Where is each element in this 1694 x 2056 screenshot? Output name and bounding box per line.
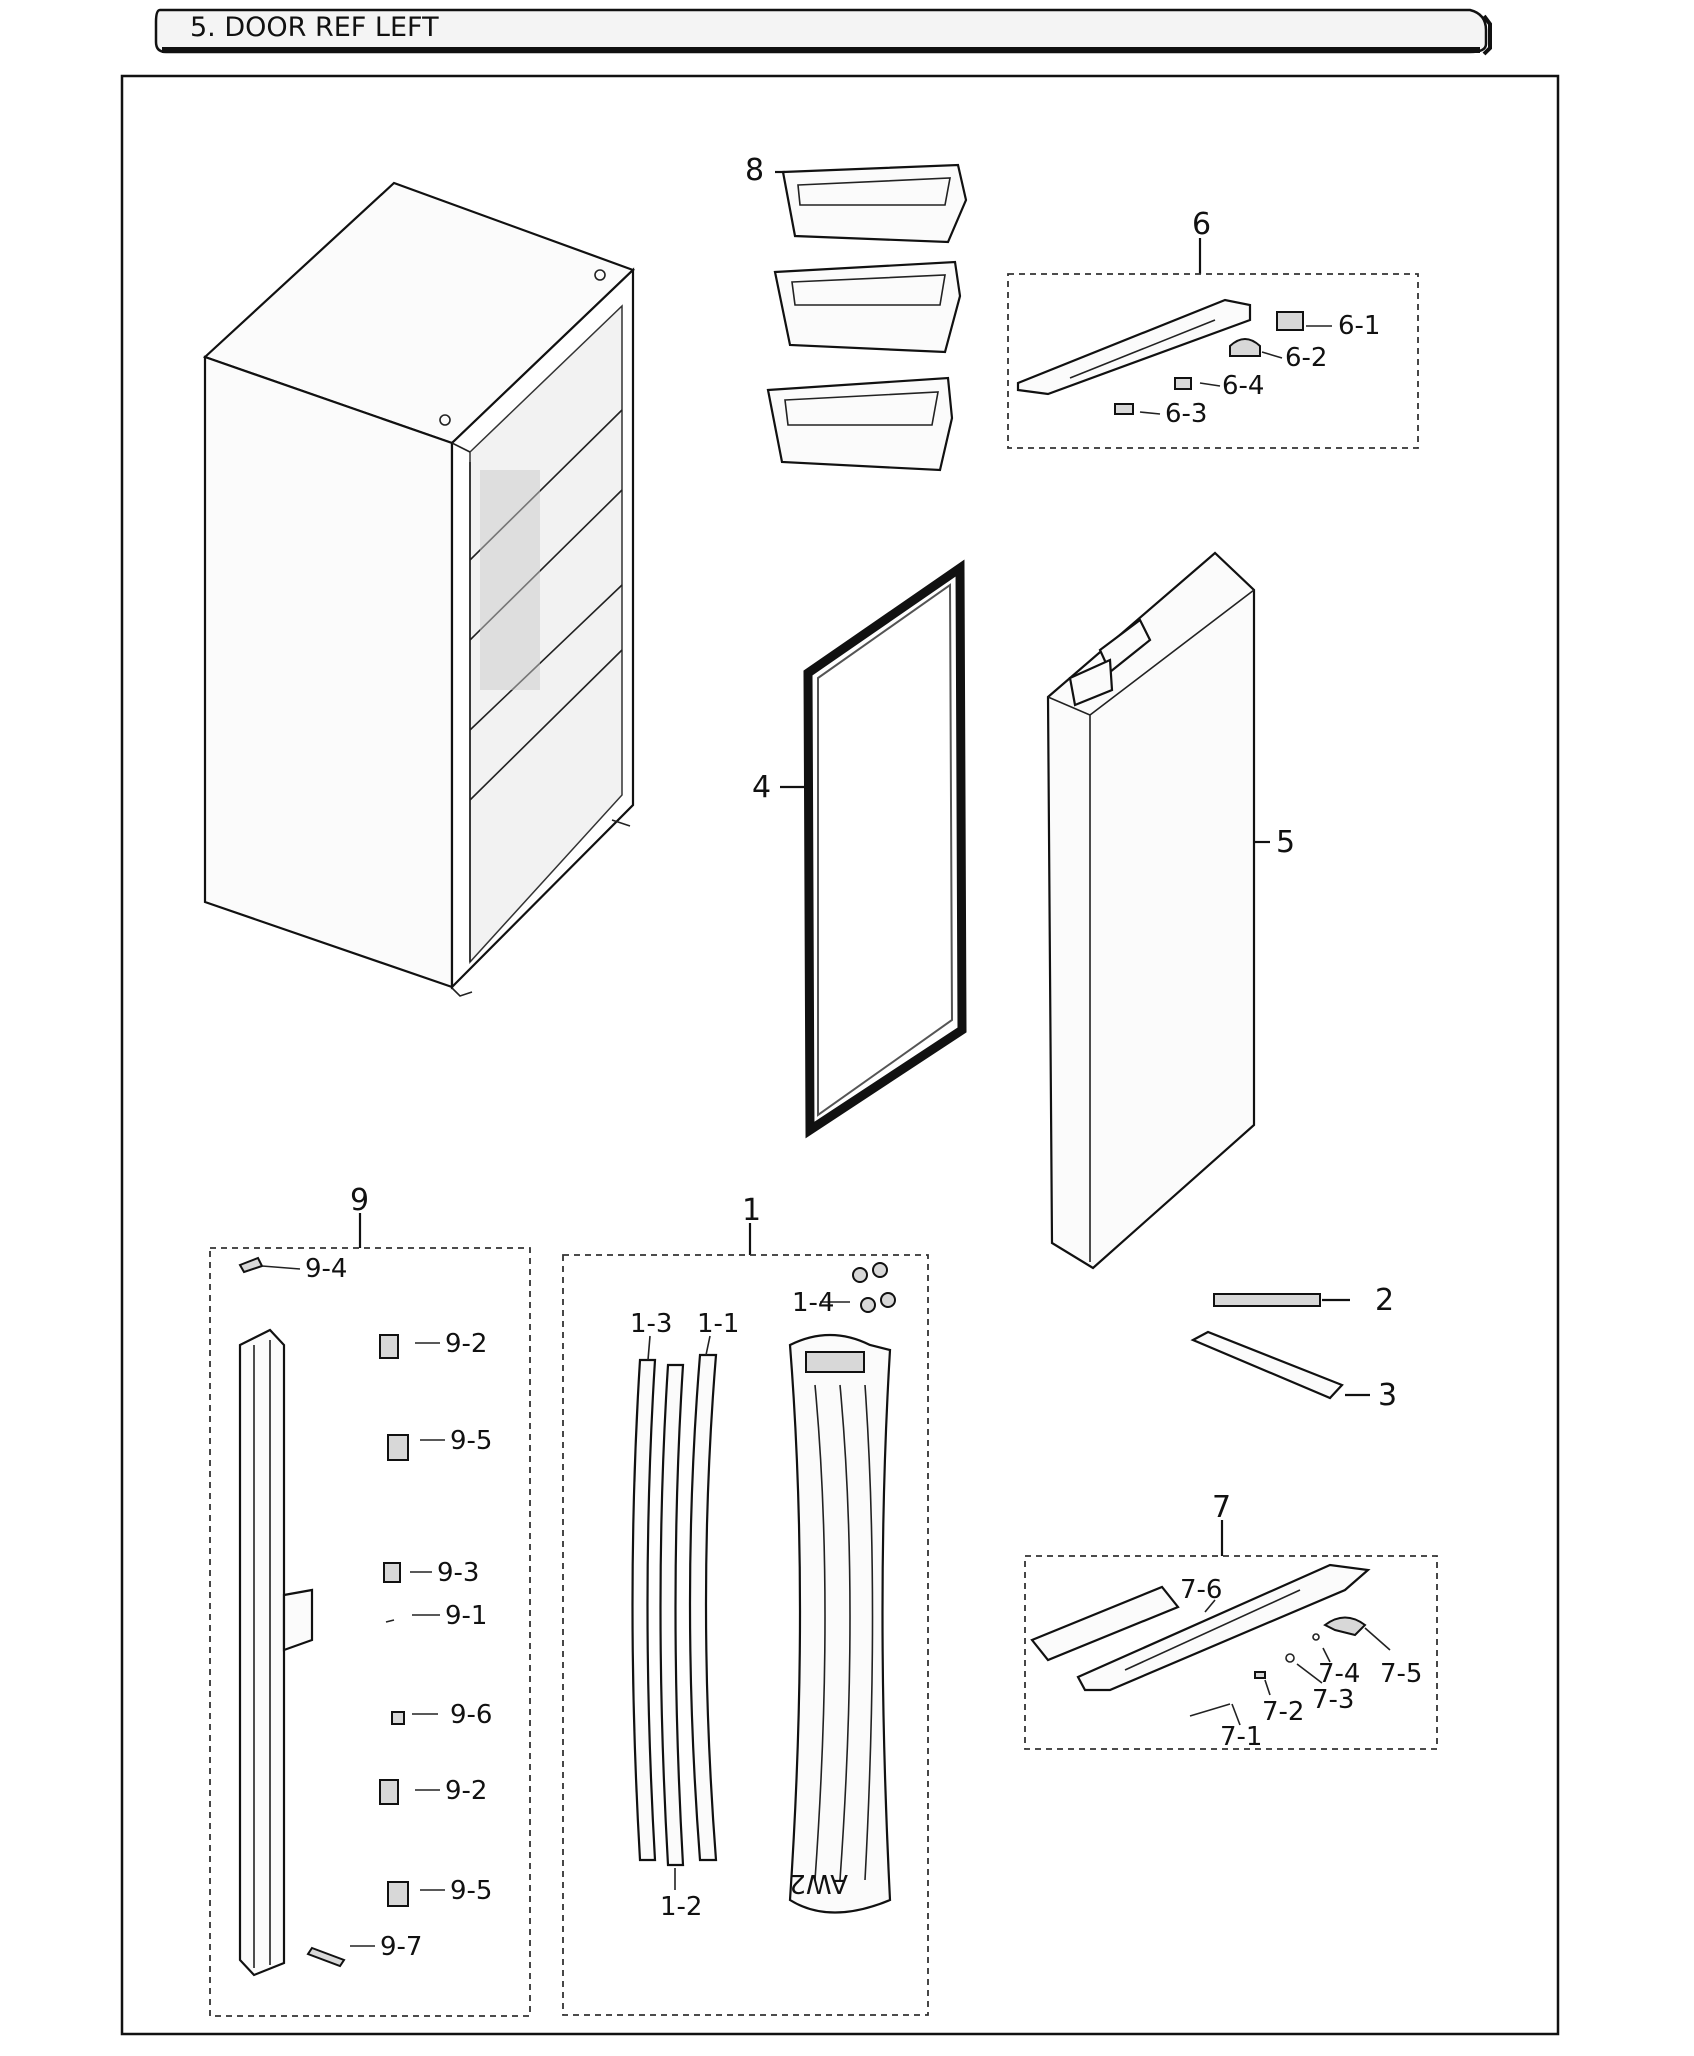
label-9-6: 9-6	[450, 1700, 492, 1730]
label-7-3: 7-3	[1312, 1685, 1354, 1715]
parts-2-3	[1190, 1293, 1370, 1400]
label-9-2-lower: 9-2	[445, 1776, 487, 1806]
label-9-7: 9-7	[380, 1932, 422, 1962]
door-gasket-part-4	[780, 559, 967, 1139]
label-1-1: 1-1	[697, 1309, 739, 1339]
door-bin-part-8	[766, 163, 968, 472]
label-1-2: 1-2	[660, 1892, 702, 1922]
part-labels: 8 6 6-1 6-2 6-4 6-3 4 5 2 3 7 7-6 7-4 7-…	[305, 153, 1422, 1962]
label-2: 2	[1375, 1283, 1394, 1318]
label-1: 1	[742, 1193, 761, 1228]
gasket-imprint-text: AW2	[789, 1868, 848, 1898]
label-6-2: 6-2	[1285, 343, 1327, 373]
label-9-5-upper: 9-5	[450, 1426, 492, 1456]
part-7-group	[1024, 1520, 1438, 1750]
label-7-4: 7-4	[1318, 1659, 1360, 1689]
label-9-4: 9-4	[305, 1254, 347, 1284]
part-6-group	[1007, 238, 1419, 449]
page-title: 5. DOOR REF LEFT	[190, 12, 439, 43]
label-9: 9	[350, 1183, 369, 1218]
label-9-3: 9-3	[437, 1558, 479, 1588]
label-7-1: 7-1	[1220, 1722, 1262, 1752]
label-9-5-lower: 9-5	[450, 1876, 492, 1906]
label-4: 4	[752, 770, 771, 805]
label-7-2: 7-2	[1262, 1697, 1304, 1727]
part-9-group	[209, 1213, 531, 2017]
label-7-6: 7-6	[1180, 1575, 1222, 1605]
label-1-4: 1-4	[792, 1288, 834, 1318]
screw-set-part-1-4	[820, 1262, 896, 1313]
label-5: 5	[1276, 825, 1295, 860]
refrigerator-cabinet-illustration	[202, 181, 636, 997]
label-8: 8	[745, 153, 764, 188]
label-6-1: 6-1	[1338, 311, 1380, 341]
diagram-frame	[120, 74, 1560, 2036]
label-7-5: 7-5	[1380, 1659, 1422, 1689]
label-1-3: 1-3	[630, 1309, 672, 1339]
label-7: 7	[1212, 1490, 1231, 1525]
door-part-5	[1046, 551, 1270, 1270]
title-banner: 5. DOOR REF LEFT	[154, 8, 1492, 56]
label-9-1: 9-1	[445, 1601, 487, 1631]
label-6: 6	[1192, 207, 1211, 242]
part-1-group: AW2	[562, 1223, 929, 2016]
label-6-4: 6-4	[1222, 371, 1264, 401]
label-6-3: 6-3	[1165, 399, 1207, 429]
label-9-2-upper: 9-2	[445, 1329, 487, 1359]
label-3: 3	[1378, 1378, 1397, 1413]
